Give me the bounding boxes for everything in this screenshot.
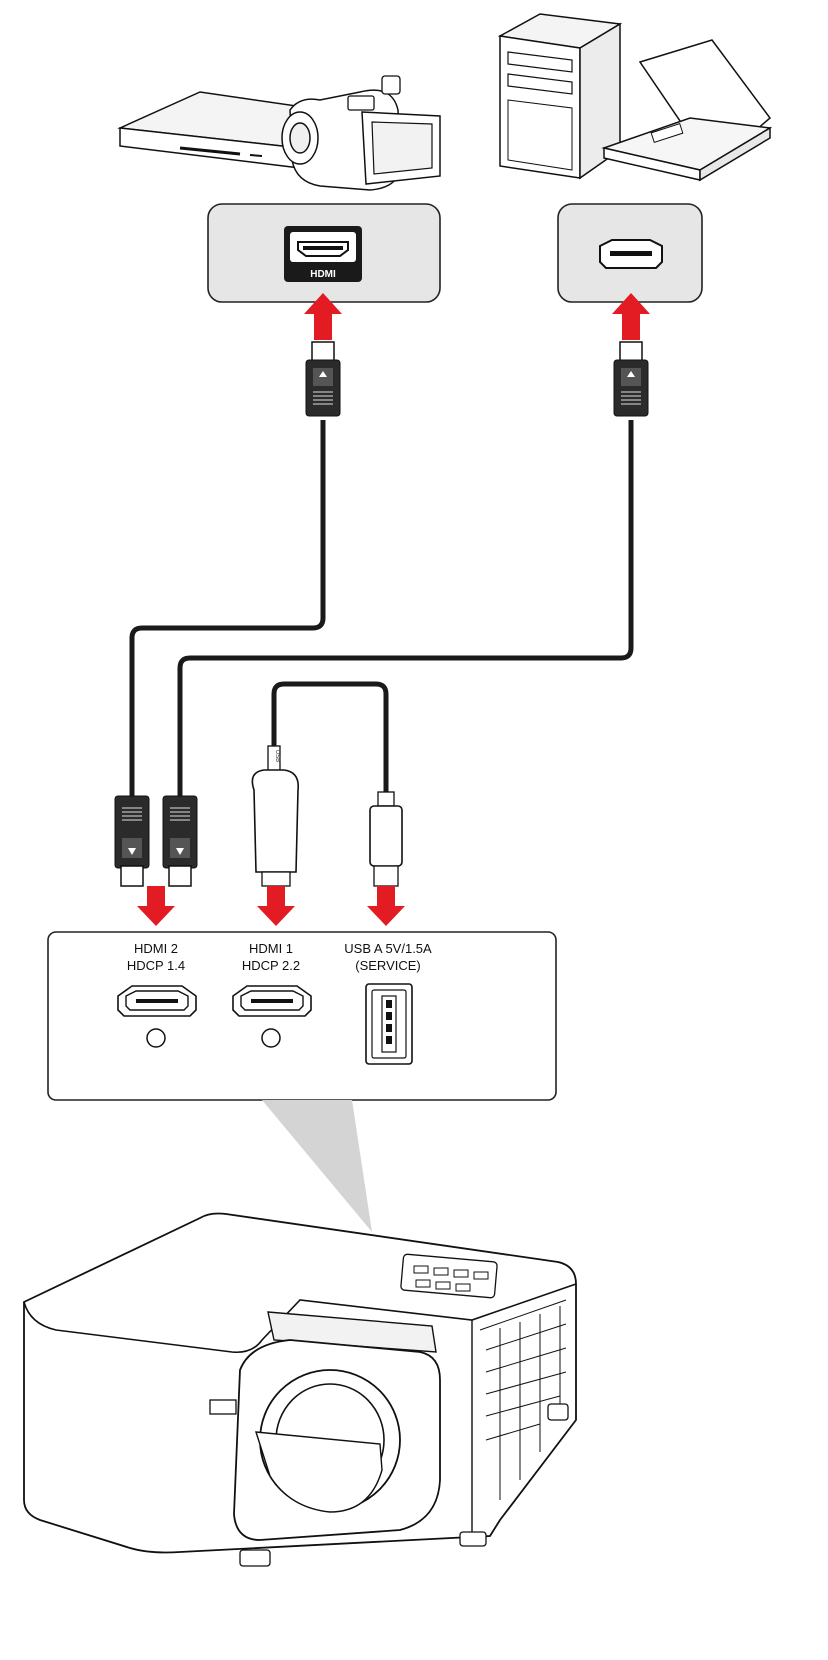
hdmi1-port-label: HDMI 1	[249, 941, 293, 956]
usb-cable	[271, 681, 389, 796]
usb-a-port-icon	[365, 983, 413, 1065]
usb-port-label: USB A 5V/1.5A	[344, 941, 432, 956]
arrow-down-usb	[367, 886, 405, 926]
usb-plug-label: USB	[274, 750, 280, 762]
hdmi-port-icon	[284, 226, 362, 282]
hdmi-port-icon	[599, 239, 663, 269]
hdmi1-hdcp-label: HDCP 2.2	[242, 958, 300, 973]
usb-service-label: (SERVICE)	[355, 958, 421, 973]
hdmi-connector-bottom-right	[162, 795, 198, 887]
arrow-down-hdmi2	[137, 886, 175, 926]
hdmi-connector-top-right	[613, 341, 649, 417]
arrow-up-right	[612, 293, 650, 340]
laptop-icon	[601, 39, 773, 182]
hdmi-port-icon	[232, 985, 312, 1017]
hdmi-connector-bottom-left	[114, 795, 150, 887]
projection-beam	[262, 1100, 372, 1232]
hdmi-cable-left	[129, 420, 326, 800]
hdmi1-led-icon	[261, 1028, 281, 1048]
arrow-up-left	[304, 293, 342, 340]
desktop-tower-icon	[497, 13, 623, 180]
hdmi2-port-label: HDMI 2	[134, 941, 178, 956]
usb-a-plug-icon	[369, 791, 403, 887]
hdmi-cable-right	[177, 420, 634, 800]
hdmi-port-icon	[117, 985, 197, 1017]
hdmi-badge-label: HDMI	[310, 269, 336, 280]
camcorder-icon	[281, 75, 441, 191]
arrow-down-hdmi1	[257, 886, 295, 926]
hdmi-connector-top-left	[305, 341, 341, 417]
projector-icon	[23, 1212, 577, 1567]
usb-dongle-icon	[251, 745, 300, 887]
hdmi2-hdcp-label: HDCP 1.4	[127, 958, 185, 973]
hdmi2-led-icon	[146, 1028, 166, 1048]
